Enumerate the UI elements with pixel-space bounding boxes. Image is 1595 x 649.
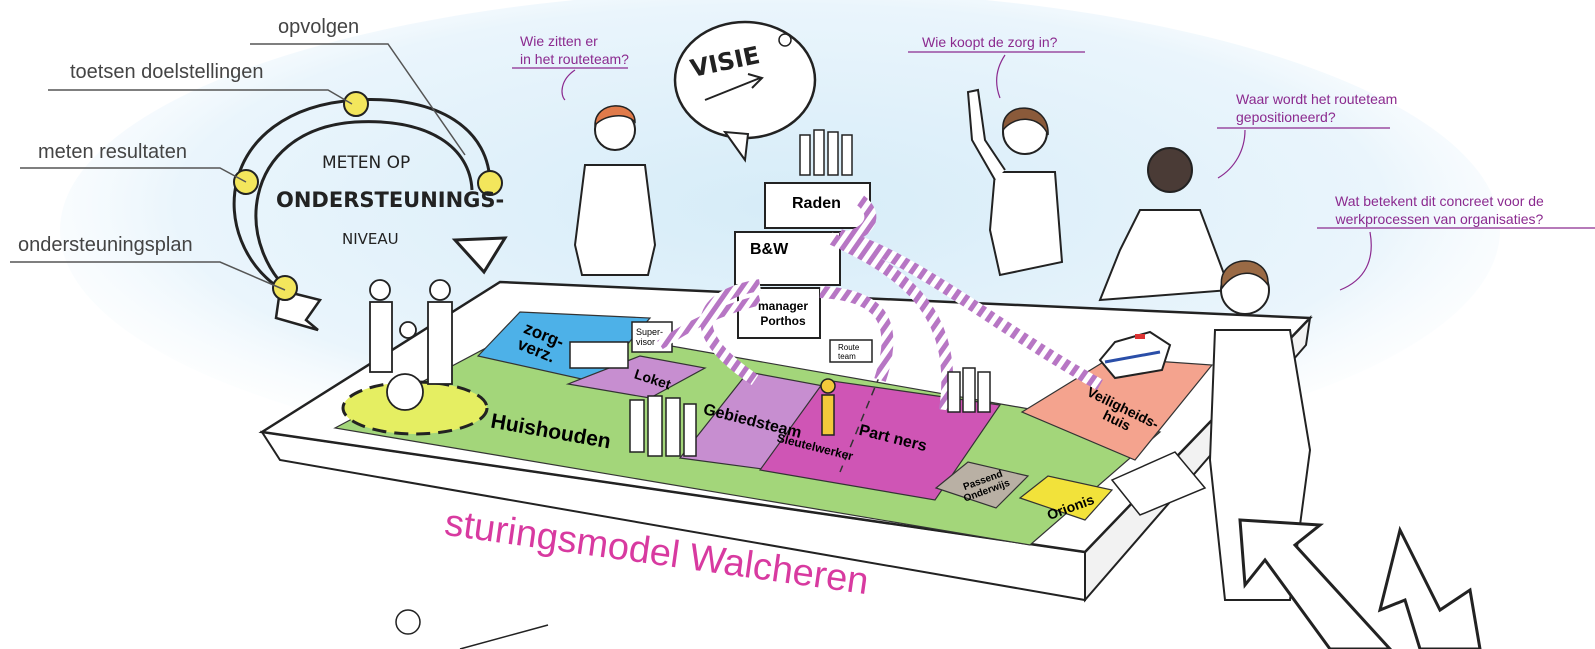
cycle-title-line-3: NIVEAU — [342, 230, 399, 248]
question-zorg-inkoop: Wie koopt de zorg in? — [922, 34, 1058, 50]
label-meten-resultaten: meten resultaten — [38, 141, 187, 163]
bubble-arrow — [704, 73, 764, 101]
police-car-light — [1135, 334, 1145, 339]
wheelchair-wheel — [386, 373, 424, 411]
bottom-sketch-head — [395, 609, 421, 635]
figure-woman-hair — [1002, 107, 1049, 136]
police-car-stripe — [1104, 350, 1161, 364]
figure-redhead-body — [573, 164, 657, 276]
household-head-2 — [429, 279, 451, 301]
cycle-title-line-1: METEN OP — [322, 153, 411, 173]
cycle-diagram — [232, 91, 508, 332]
bubble-sun — [778, 33, 792, 47]
partner-person-2 — [962, 367, 976, 413]
leader-q2 — [908, 51, 1085, 99]
loket-desk — [569, 341, 629, 369]
leader-doelstellingen — [48, 89, 353, 105]
zone-passend-onderwijs — [934, 461, 1030, 509]
cycle-title-line-2: ONDERSTEUNINGS- — [276, 188, 505, 212]
leader-resultaten — [20, 167, 247, 183]
bottom-sketch — [395, 609, 549, 649]
cycle-arc-outer — [232, 98, 492, 292]
tower-label-bw: B&W — [750, 241, 789, 258]
people-group-raden — [799, 129, 853, 176]
police-car-body — [1098, 330, 1172, 380]
household-body-2 — [427, 301, 453, 385]
cycle-arc-inner — [254, 120, 474, 302]
zone-divider — [839, 374, 881, 473]
cycle-marker-doelstellingen — [477, 170, 503, 196]
people-group-household — [369, 279, 453, 411]
figure-redhead — [573, 105, 657, 276]
paper-stack — [1110, 451, 1207, 516]
label-ondersteuningsplan: ondersteuningsplan — [18, 234, 193, 256]
partner-person-1 — [947, 371, 961, 413]
question-leaders — [512, 51, 1595, 291]
zone-partners — [758, 379, 1002, 501]
label-opvolgen: opvolgen — [278, 16, 360, 38]
figure-woman-arm — [966, 88, 1006, 181]
zone-orionis — [1018, 475, 1114, 521]
bubble-tail — [722, 130, 750, 163]
cycle-marker-plan — [272, 275, 298, 301]
police-car — [1098, 330, 1172, 380]
raden-person-4 — [841, 134, 853, 176]
raden-person-1 — [799, 134, 811, 176]
front-person-1 — [629, 399, 645, 453]
people-group-front — [629, 395, 697, 457]
bottom-arrows — [1238, 518, 1482, 649]
raden-person-2 — [813, 129, 825, 176]
label-routeteam: Route team — [838, 343, 860, 361]
leader-q4 — [1317, 227, 1595, 291]
tower-bw-block — [734, 231, 841, 286]
raden-person-3 — [827, 131, 839, 176]
figure-dark-body — [1098, 209, 1232, 302]
partner-person-3 — [977, 371, 991, 413]
figure-redhead-hair — [594, 105, 636, 127]
leader-plan — [10, 261, 286, 291]
stair-paths — [657, 195, 1103, 411]
question-routeteam-positie: Waar wordt het routeteam gepositioneerd? — [1236, 91, 1398, 125]
figure-brown-hair — [1220, 260, 1269, 290]
front-person-3 — [665, 397, 681, 457]
stair-path-2 — [838, 229, 1103, 391]
stair-path-5 — [819, 286, 894, 382]
bottom-arrow-2 — [1377, 525, 1482, 649]
label-toetsen-doelstellingen: toetsen doelstellingen — [70, 61, 264, 83]
stair-path-3 — [827, 232, 954, 411]
tower-label-manager: manager Porthos — [757, 299, 809, 328]
people-group-partners — [947, 367, 991, 413]
stair-path-6 — [657, 295, 762, 350]
key-figure-body — [821, 394, 835, 436]
step-leaders — [10, 43, 466, 291]
bottom-sketch-pen — [459, 624, 549, 649]
key-figure-head — [820, 378, 836, 394]
routeteam-block — [829, 339, 873, 363]
figure-woman-body — [988, 171, 1064, 277]
front-person-2 — [647, 395, 663, 457]
vision-bubble — [673, 20, 817, 163]
cycle-arrow-head — [451, 236, 508, 275]
figure-woman — [966, 88, 1064, 277]
figure-dark — [1098, 147, 1232, 302]
household-head-1 — [369, 279, 391, 301]
leader-q3 — [1217, 127, 1390, 179]
figure-dark-head — [1147, 147, 1193, 193]
paper-sheet — [1110, 451, 1207, 516]
key-figure — [820, 378, 836, 436]
leader-q1 — [512, 67, 628, 101]
question-routeteam-members: Wie zitten er in het routeteam? — [520, 33, 629, 67]
leader-opvolgen — [250, 43, 466, 156]
label-supervisor: Super- visor — [636, 327, 664, 347]
question-werkprocessen: Wat betekent dit concreet voor de werkpr… — [1335, 193, 1544, 227]
front-person-4 — [683, 403, 697, 457]
tower-label-raden: Raden — [792, 195, 841, 212]
household-head-3 — [399, 321, 417, 339]
household-body-1 — [369, 301, 393, 373]
bottom-arrow-1 — [1238, 518, 1393, 649]
cycle-marker-opvolgen — [343, 91, 369, 117]
